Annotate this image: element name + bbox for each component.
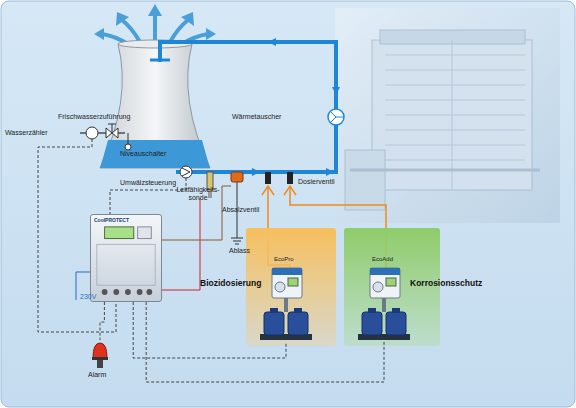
controller-box: CoolPROTECT — [90, 214, 162, 302]
part-label: Ablass — [229, 247, 250, 255]
part-label: Niveauschalter — [120, 150, 166, 158]
circulation-pipe — [160, 42, 336, 172]
dosing-panel: BiozidosierungEcoPro — [246, 228, 336, 346]
dosing-pump: EcoPro — [258, 256, 314, 342]
node-text: CoolPROTECT — [94, 217, 129, 223]
part-label: Absalzventil — [222, 206, 259, 214]
node-text: Korrosionsschutz — [410, 278, 482, 288]
dosing-pump-graphic — [258, 256, 314, 342]
node-text: EcoPro — [274, 256, 294, 263]
water-meter — [86, 127, 98, 139]
part-label: Wasserzähler — [5, 129, 48, 137]
valve-cable — [160, 186, 231, 240]
dosing-valve — [265, 172, 271, 184]
dosing-pump-graphic — [356, 256, 412, 342]
heat-exchanger — [328, 109, 344, 125]
alarm-lamp: Alarm — [84, 340, 116, 380]
dosing-panel: KorrosionsschutzEcoAdd — [344, 228, 440, 346]
pump-symbol — [180, 166, 192, 178]
controller-box-graphic — [91, 215, 161, 301]
level-switch — [125, 144, 131, 150]
node-text: Alarm — [88, 371, 106, 379]
cooling-tower — [100, 44, 210, 168]
blowdown-valve — [231, 172, 243, 182]
part-label: Frischwasserzuführung — [58, 113, 130, 121]
node-text: EcoAdd — [372, 256, 393, 263]
part-label: 230V — [80, 293, 96, 301]
pump-wire — [110, 178, 186, 215]
part-label: Wärmetauscher — [232, 113, 281, 121]
dosing-pump: EcoAdd — [356, 256, 412, 342]
node-text: Biozidosierung — [200, 278, 261, 288]
tower-photo — [335, 8, 560, 223]
part-label: Dosierventil — [298, 178, 335, 186]
vapor-arrows — [94, 4, 216, 44]
part-label: Leitfähigkeits- sonde — [176, 186, 220, 202]
dosing-valve — [287, 172, 293, 184]
basin-water — [100, 140, 210, 168]
part-label: Umwälzsteuerung — [120, 179, 176, 187]
signal-wire — [100, 302, 104, 340]
